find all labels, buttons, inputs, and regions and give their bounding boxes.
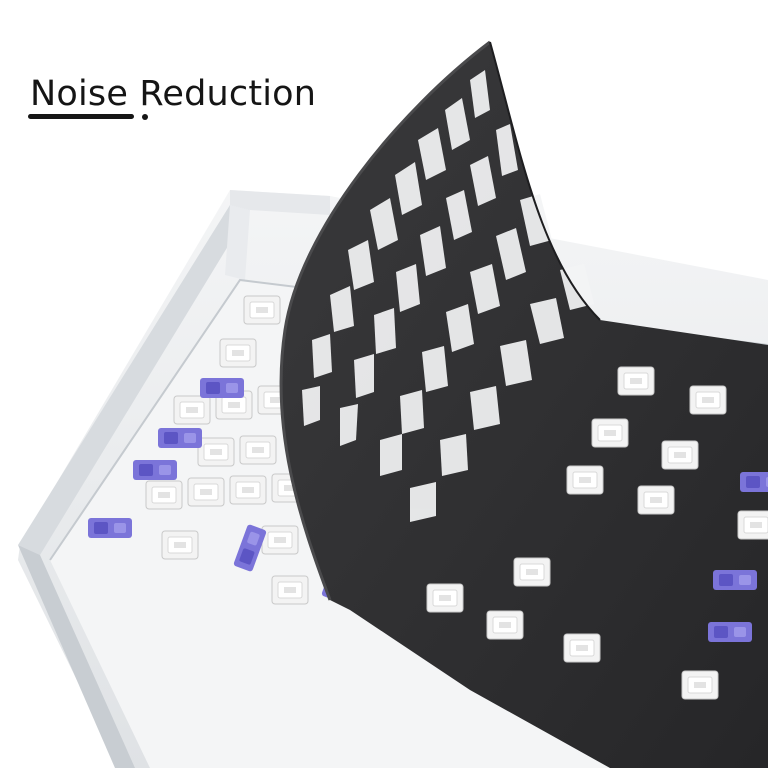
switch-socket [566, 465, 604, 495]
switch-socket [681, 670, 719, 700]
page-title: Noise Reduction [30, 74, 317, 114]
switch-socket [486, 610, 524, 640]
stabilizer-icon [740, 472, 768, 492]
switch-socket [173, 395, 211, 425]
switch-socket [145, 480, 183, 510]
switch-socket [737, 510, 768, 540]
switch-socket [617, 366, 655, 396]
switch-socket [591, 418, 629, 448]
switch-socket [229, 475, 267, 505]
switch-socket [563, 633, 601, 663]
switch-socket [239, 435, 277, 465]
foam-sheet [279, 40, 768, 768]
switch-socket [161, 530, 199, 560]
stabilizer-icon [708, 622, 752, 642]
switch-socket [513, 557, 551, 587]
switch-socket [187, 477, 225, 507]
switch-socket [243, 295, 281, 325]
stabilizer-icon [713, 570, 757, 590]
stabilizer-icon [88, 518, 132, 538]
switch-socket [197, 437, 235, 467]
stabilizer-icon [133, 460, 177, 480]
stabilizer-icon [200, 378, 244, 398]
stabilizer-icon [158, 428, 202, 448]
title-underline-dot [142, 114, 148, 120]
title-underline [28, 114, 134, 119]
switch-socket [689, 385, 727, 415]
switch-socket [637, 485, 675, 515]
switch-socket [261, 525, 299, 555]
switch-socket [219, 338, 257, 368]
switch-socket [661, 440, 699, 470]
switch-socket [271, 575, 309, 605]
switch-socket [426, 583, 464, 613]
